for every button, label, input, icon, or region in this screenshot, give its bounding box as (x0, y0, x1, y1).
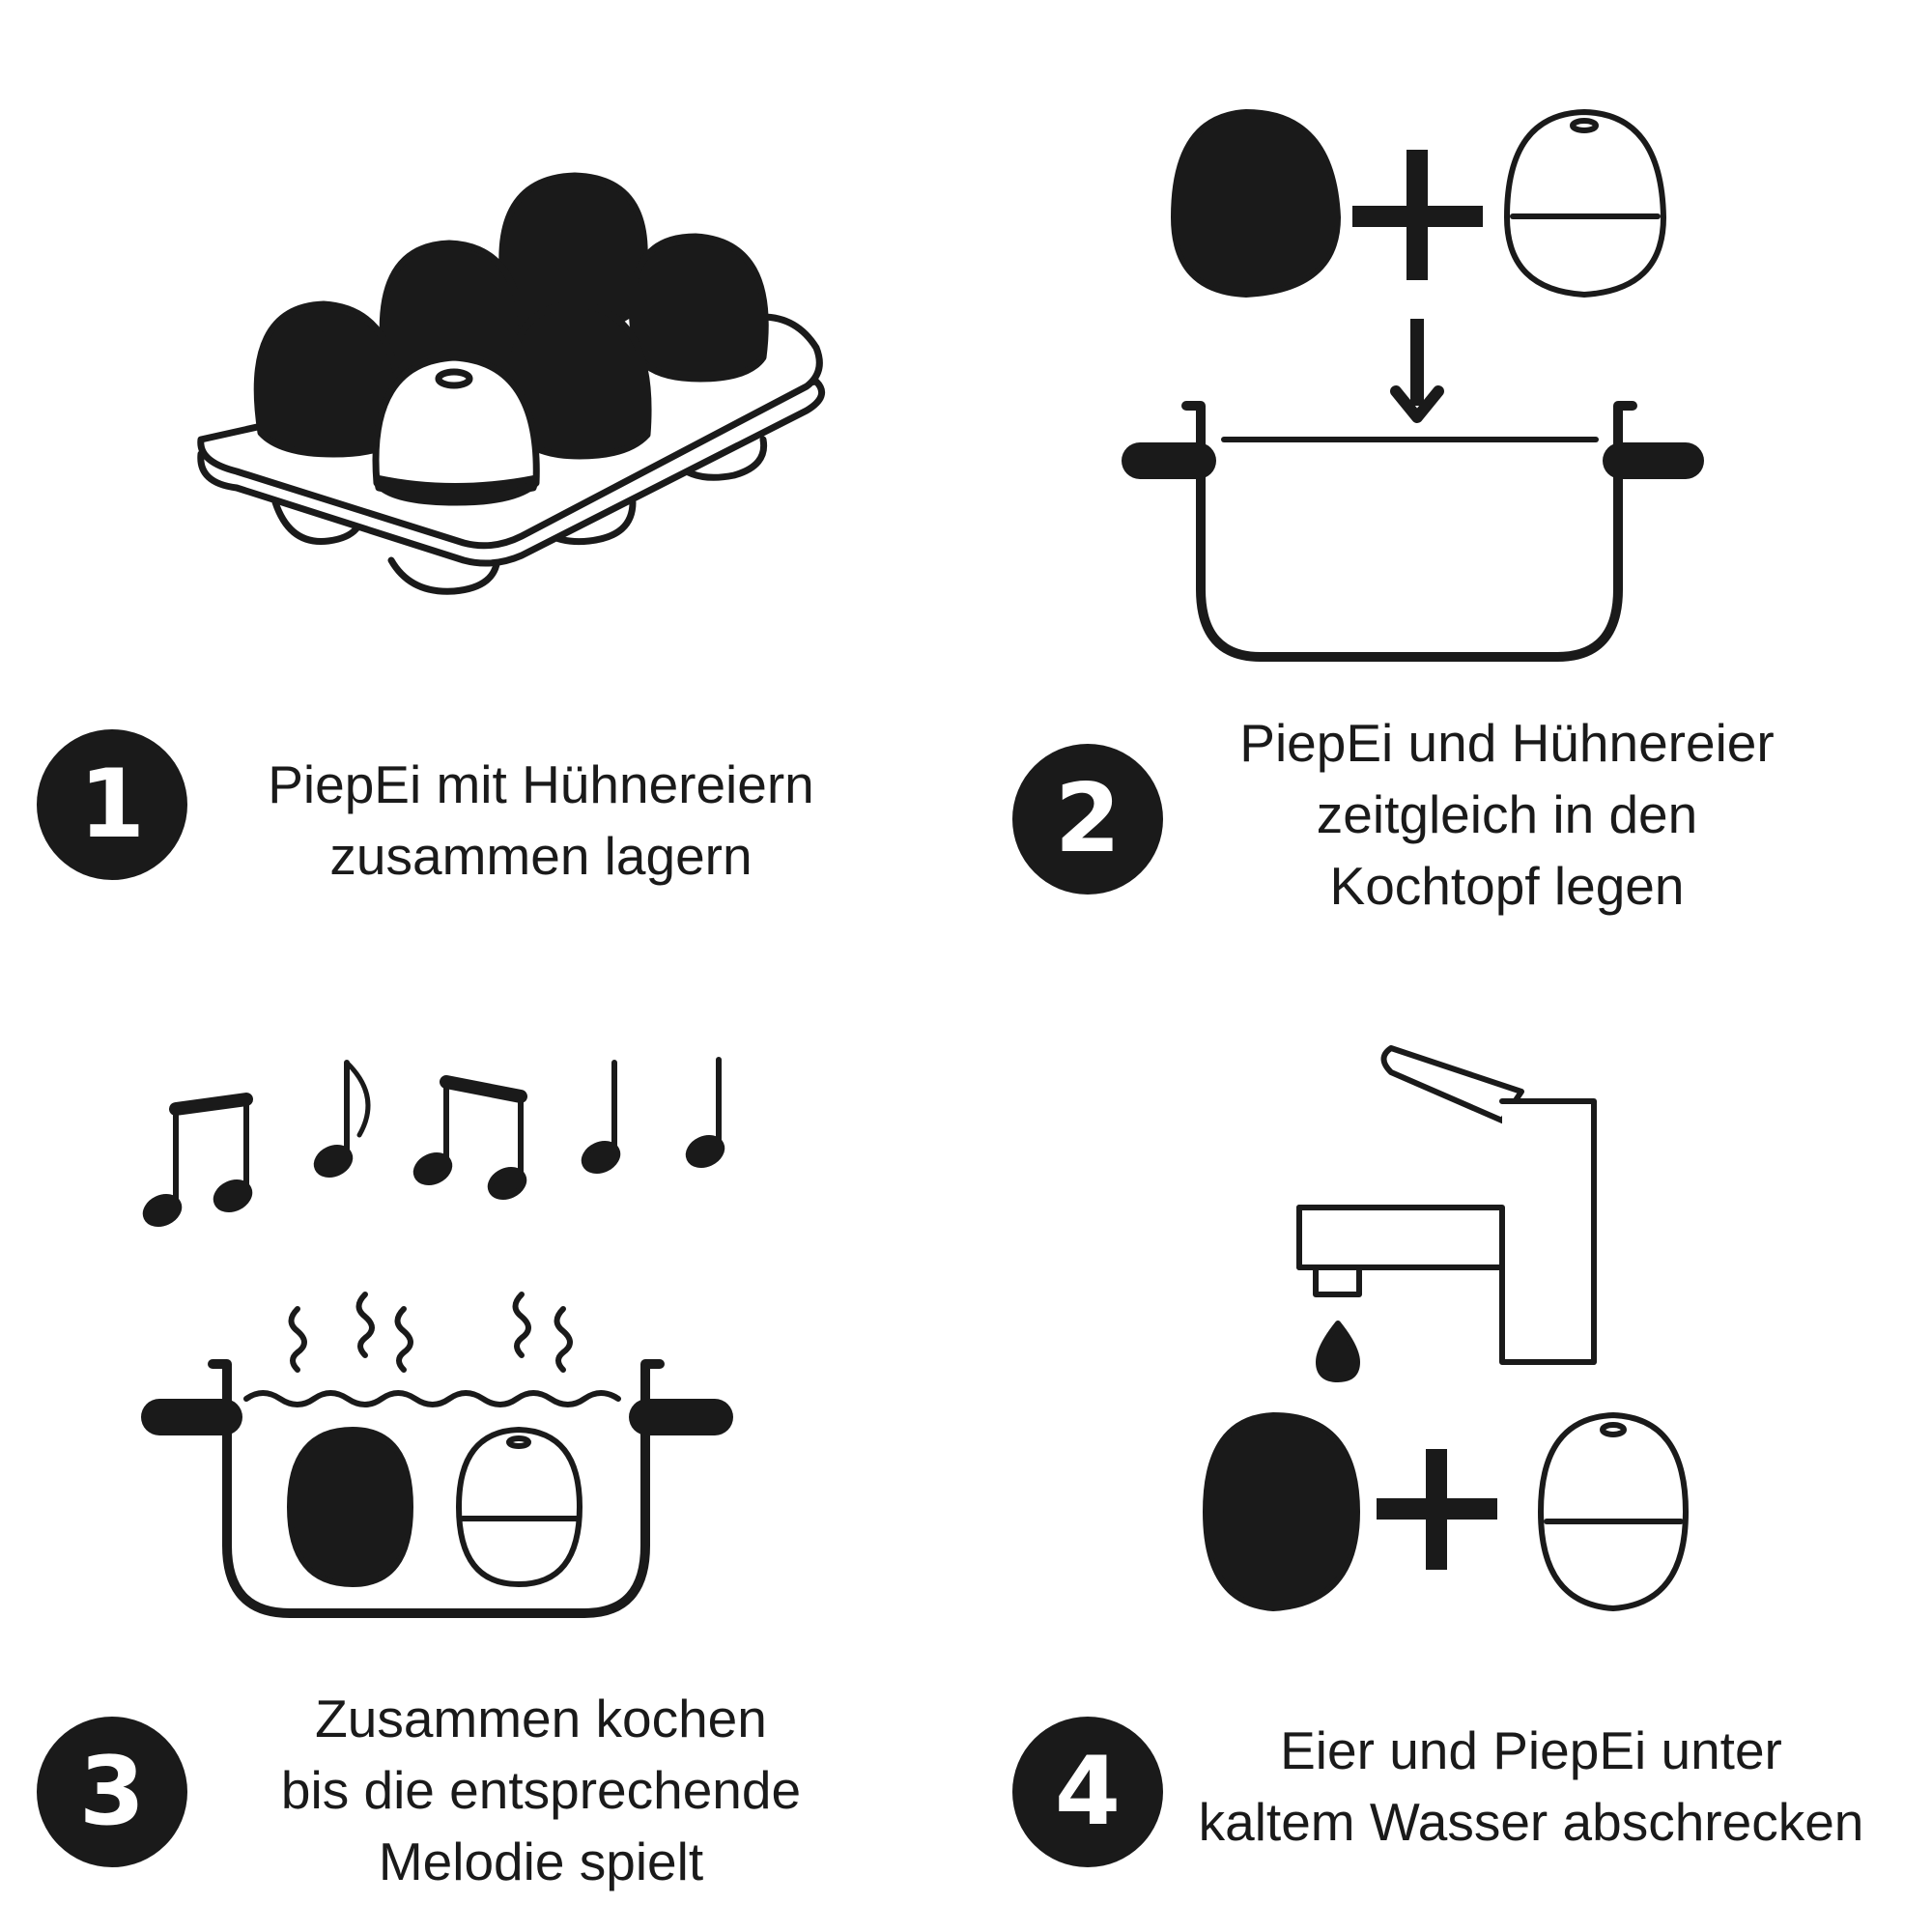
caption-line: bis die entsprechende (280, 1760, 802, 1820)
faucet-and-eggs-icon (1203, 1045, 1689, 1611)
caption-line: Eier und PiepEi unter (1280, 1720, 1782, 1780)
caption-line: Kochtopf legen (1329, 856, 1685, 916)
caption-line: kaltem Wasser abschrecken (1198, 1792, 1864, 1852)
step-caption: Zusammen kochen bis die entsprechende Me… (203, 1683, 879, 1897)
step-caption: PiepEi mit Hühnereiern zusammen lagern (213, 749, 869, 892)
step-caption: PiepEi und Hühnereier zeitgleich in den … (1179, 707, 1835, 922)
caption-line: PiepEi und Hühnereier (1239, 713, 1775, 773)
egg-carton-icon (197, 172, 826, 595)
step-number-badge: 4 (1012, 1717, 1163, 1867)
step-caption: Eier und PiepEi unter kaltem Wasser absc… (1174, 1715, 1889, 1858)
eggs-into-pot-icon (1122, 109, 1704, 662)
caption-line: zeitgleich in den (1316, 784, 1698, 844)
step-number-badge: 2 (1012, 744, 1163, 895)
caption-line: zusammen lagern (329, 826, 753, 886)
step-number-badge: 1 (37, 729, 187, 880)
caption-line: PiepEi mit Hühnereiern (268, 754, 814, 814)
step-number-badge: 3 (37, 1717, 187, 1867)
boiling-pot-with-music-icon (141, 1057, 733, 1618)
caption-line: Zusammen kochen (315, 1689, 767, 1748)
caption-line: Melodie spielt (378, 1832, 704, 1891)
